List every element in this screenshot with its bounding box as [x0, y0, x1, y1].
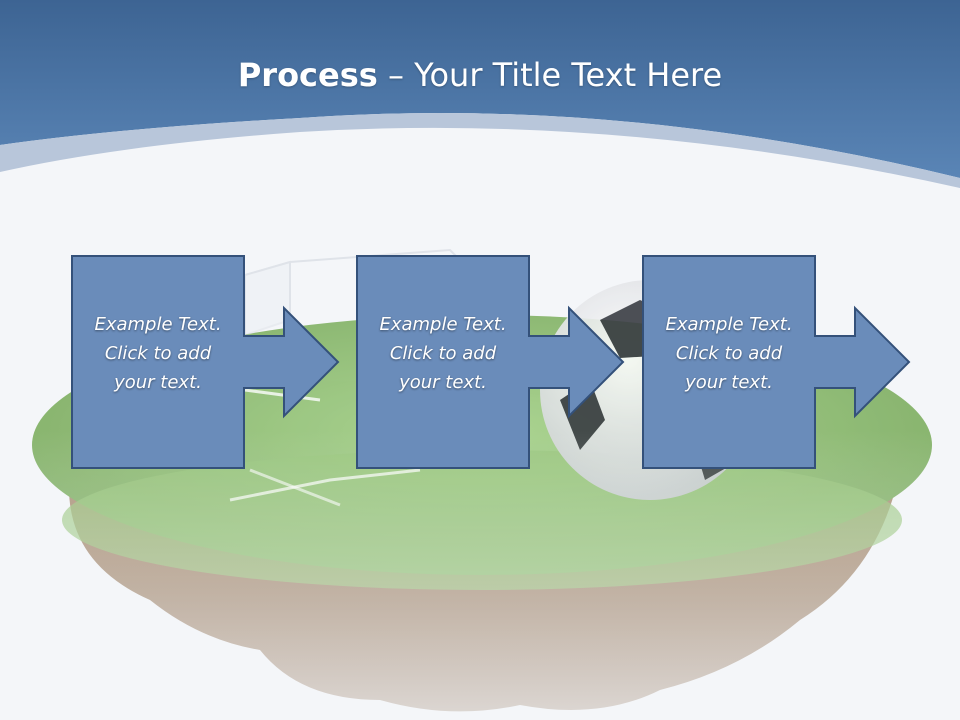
step-text-3: Example Text. Click to add your text. — [643, 310, 815, 397]
step-line: your text. — [399, 372, 487, 393]
slide-title[interactable]: Process – Your Title Text Here — [0, 52, 960, 98]
step-line: Click to add — [389, 343, 497, 364]
step-line: Example Text. — [379, 314, 507, 335]
process-step-2[interactable]: Example Text. Click to add your text. — [356, 255, 637, 469]
step-arrow-shape — [642, 255, 911, 469]
step-line: your text. — [114, 372, 202, 393]
process-step-3[interactable]: Example Text. Click to add your text. — [642, 255, 923, 469]
step-line: Example Text. — [665, 314, 793, 335]
step-arrow-shape — [356, 255, 625, 469]
process-step-1[interactable]: Example Text. Click to add your text. — [71, 255, 352, 469]
step-text-1: Example Text. Click to add your text. — [72, 310, 244, 397]
step-line: Click to add — [675, 343, 783, 364]
step-line: your text. — [685, 372, 773, 393]
step-text-2: Example Text. Click to add your text. — [357, 310, 529, 397]
step-arrow-shape — [71, 255, 340, 469]
step-line: Example Text. — [94, 314, 222, 335]
title-rest: – Your Title Text Here — [377, 56, 723, 94]
title-bold: Process — [237, 56, 378, 94]
step-line: Click to add — [104, 343, 212, 364]
